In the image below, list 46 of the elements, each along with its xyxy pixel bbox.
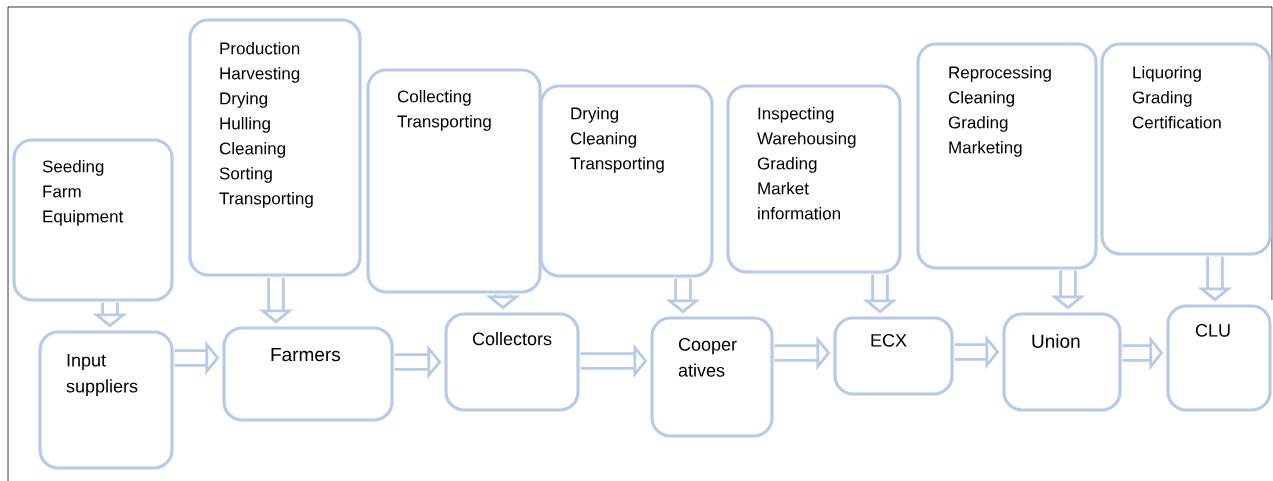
- activity-box: [726, 84, 902, 274]
- activity-box: [916, 42, 1098, 270]
- item-text: Union: [1032, 334, 1080, 348]
- activity-box: [12, 138, 174, 302]
- item-text: Certification: [1132, 116, 1221, 129]
- actor-box: [222, 326, 394, 422]
- actor-box: [833, 316, 954, 396]
- item-text: Inspecting: [758, 107, 834, 123]
- item-text: Harvesting: [220, 67, 300, 83]
- item-text: CLU: [1195, 324, 1230, 337]
- item-text: Cleaning: [570, 132, 636, 148]
- item-text: Drying: [220, 92, 268, 108]
- item-text: ECX: [871, 334, 907, 347]
- item-text: Cleaning: [219, 142, 285, 158]
- item-text: Grading: [757, 157, 817, 173]
- item-text: Transporting: [570, 157, 664, 173]
- actor-box: [1166, 304, 1272, 412]
- item-text: Seeding: [42, 160, 104, 176]
- item-text: Sorting: [219, 167, 272, 183]
- item-text: Collectors: [472, 332, 552, 346]
- item-text: Grading: [948, 116, 1008, 132]
- item-text: Marketing: [949, 141, 1022, 157]
- item-text: Transporting: [219, 192, 313, 208]
- item-text: Market information: [758, 182, 840, 220]
- activity-box: [188, 18, 362, 277]
- item-text: Farm Equipment: [43, 185, 124, 226]
- actor-box: [444, 312, 580, 412]
- actor-box: [1002, 312, 1122, 412]
- actor-box: [650, 316, 774, 438]
- item-text: Input suppliers: [66, 354, 138, 397]
- activity-box: [539, 84, 714, 278]
- item-text: Cooper atives: [678, 338, 737, 377]
- item-text: Collecting: [397, 90, 471, 106]
- item-text: Production: [220, 42, 300, 55]
- item-text: Grading: [1132, 91, 1192, 107]
- item-text: Drying: [571, 107, 619, 123]
- item-text: Hulling: [220, 117, 270, 133]
- actor-box: [38, 330, 174, 470]
- item-text: Reprocessing: [949, 66, 1051, 82]
- item-text: Warehousing: [757, 132, 856, 148]
- item-text: Cleaning: [948, 91, 1014, 107]
- activity-box: [1100, 42, 1272, 256]
- item-text: Liquoring: [1133, 66, 1201, 82]
- activity-box: [366, 68, 542, 294]
- item-text: Farmers: [271, 348, 341, 362]
- item-text: Transporting: [397, 115, 491, 131]
